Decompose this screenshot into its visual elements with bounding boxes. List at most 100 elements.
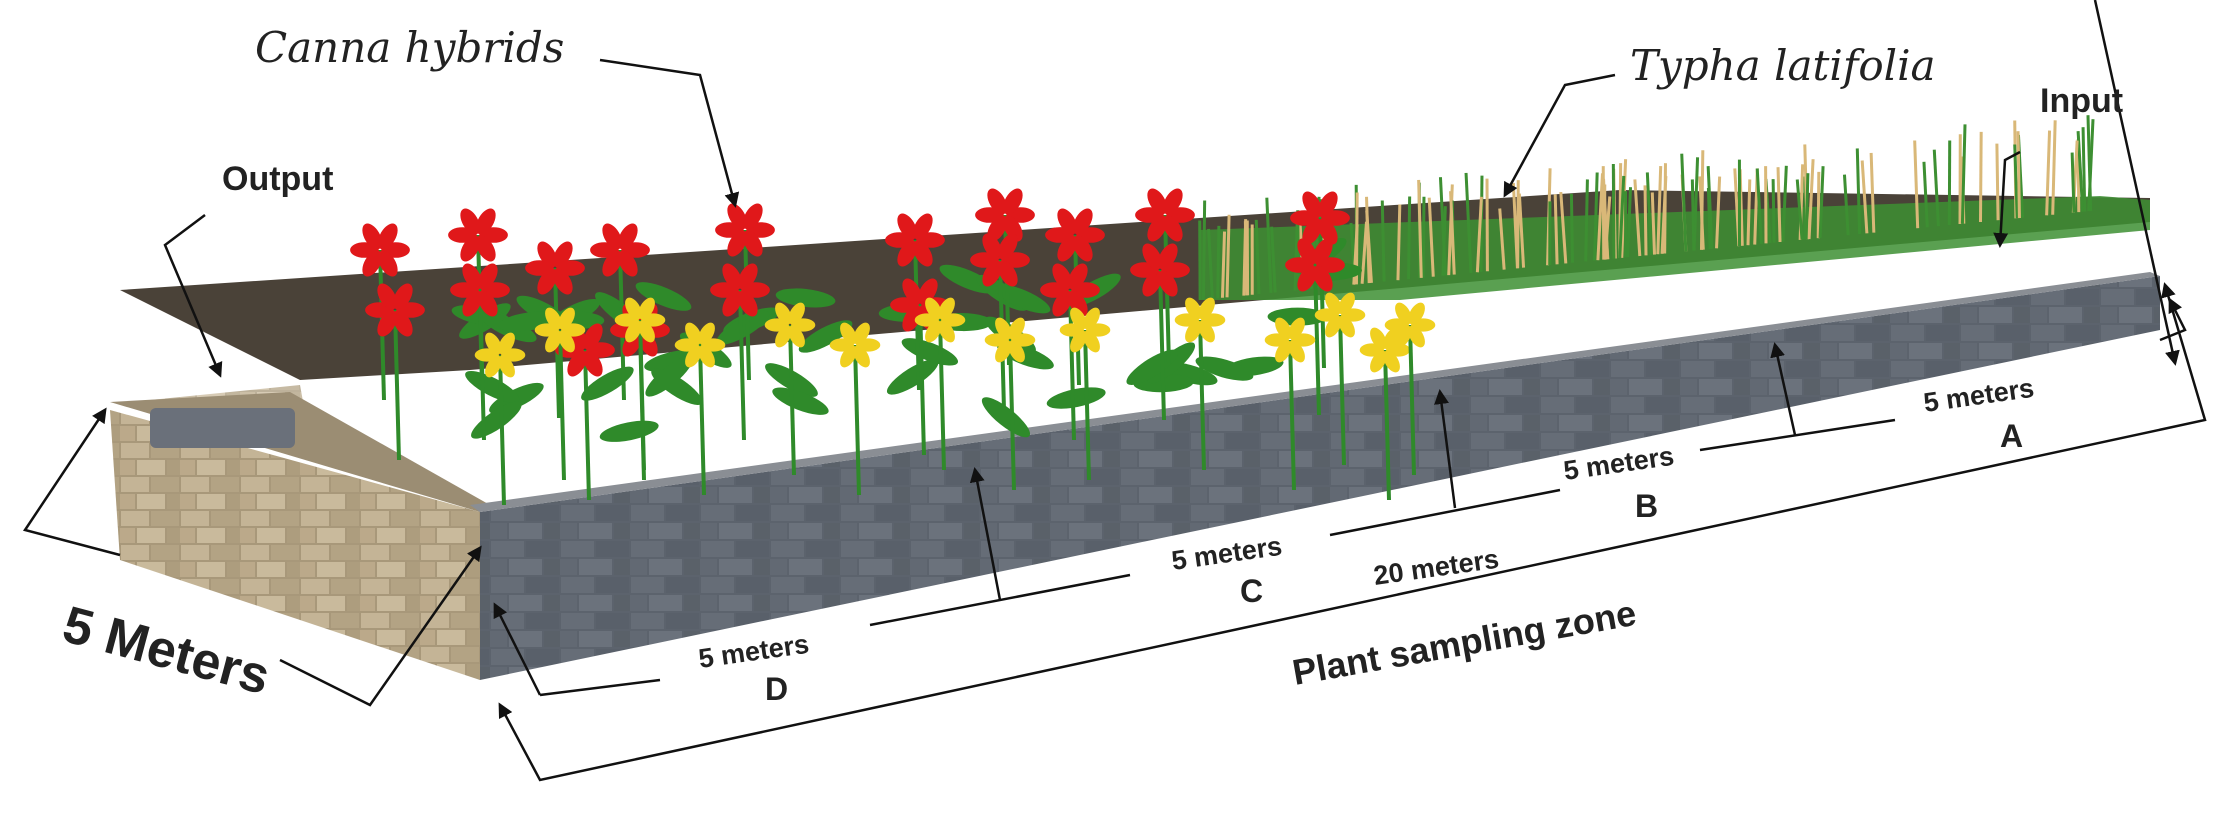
- typha-reed: [1618, 175, 1626, 259]
- typha-reed: [1516, 180, 1520, 269]
- typha-reed: [1216, 225, 1221, 299]
- seg-d-start: [493, 602, 542, 696]
- typha-reed: [2045, 130, 2052, 216]
- canna-arrow: [599, 58, 740, 208]
- typha-reed: [1265, 197, 1273, 293]
- typha-reed: [1869, 152, 1876, 233]
- seg-d-left: [539, 678, 661, 697]
- typha-reed: [1270, 226, 1277, 293]
- typha-reed: [1559, 191, 1568, 264]
- end-wall: [110, 410, 480, 680]
- width-dim-arrow-2: [279, 545, 482, 707]
- typha-reed: [1699, 150, 1705, 250]
- typha-reed: [1596, 173, 1604, 261]
- typha-reed: [1593, 172, 1599, 261]
- seg-d-line: [869, 573, 1131, 627]
- canna-label: Canna hybrids: [255, 23, 564, 72]
- typha-reed: [1225, 214, 1231, 298]
- canna-yellow-flower: [534, 307, 586, 481]
- typha-reed: [1243, 221, 1249, 296]
- seg-a-bracket: [2159, 297, 2187, 342]
- seg-b-line: [1699, 418, 1896, 452]
- typha-reed: [1842, 174, 1850, 236]
- seg-a-line: [2093, 0, 2180, 366]
- canna-red-flower: [365, 283, 425, 461]
- typha-reed: [1816, 171, 1821, 239]
- typha-reed: [1421, 196, 1426, 278]
- input-arrow: [1993, 150, 2021, 248]
- typha-reed: [1690, 179, 1696, 251]
- typha-reed: [1254, 219, 1261, 295]
- seg-b-letter: B: [1635, 488, 1658, 524]
- typha-reed: [1795, 179, 1804, 240]
- seg-d-letter: D: [765, 671, 788, 707]
- typha-reed: [1715, 176, 1722, 249]
- typha-arrow: [1503, 73, 1616, 198]
- typha-reed: [1781, 165, 1788, 242]
- typha-reed: [1584, 179, 1589, 262]
- typha-reed: [1746, 179, 1752, 246]
- typha-reed: [1922, 161, 1929, 228]
- canna-yellow-flower: [674, 322, 726, 496]
- typha-reed: [1650, 192, 1656, 255]
- width-dim-arrow-1: [22, 407, 121, 557]
- seg-d-length: 5 meters: [697, 629, 811, 674]
- typha-reed: [1960, 124, 1967, 224]
- typha-reed: [1417, 179, 1423, 278]
- seg-a-letter: A: [2000, 418, 2023, 454]
- typha-reed: [2086, 115, 2093, 211]
- typha-reed: [1656, 166, 1663, 255]
- typha-reed: [1427, 197, 1435, 277]
- typha-reed: [1449, 191, 1456, 275]
- typha-reed: [1804, 173, 1810, 240]
- typha-reed: [1913, 140, 1920, 229]
- typha-reed: [2070, 152, 2076, 213]
- typha-reed: [2013, 144, 2019, 219]
- typha-reed: [1706, 166, 1714, 249]
- typha-reed: [2051, 120, 2057, 215]
- typha-reed: [1220, 231, 1227, 298]
- typha-reed: [1978, 131, 1983, 222]
- typha-reed: [1438, 177, 1447, 276]
- typha-reed: [1293, 212, 1300, 291]
- canna-red-flower: [1130, 243, 1190, 421]
- typha-reed: [1517, 193, 1526, 268]
- seg-c-length: 5 meters: [1170, 531, 1284, 576]
- typha-reed: [1860, 160, 1869, 234]
- typha-reed: [1663, 163, 1667, 254]
- canna-leaf: [599, 420, 659, 442]
- seg-c-letter: C: [1240, 573, 1263, 609]
- typha-reed: [1680, 153, 1688, 252]
- typha-reed: [1475, 196, 1483, 273]
- output-pipe: [150, 408, 295, 448]
- output-label: Output: [222, 160, 333, 198]
- typha-reed: [1553, 194, 1559, 265]
- seg-b-tick: [1770, 342, 1797, 436]
- typha-reed: [1396, 204, 1402, 281]
- typha-reed: [1407, 196, 1412, 280]
- typha-reed: [1360, 221, 1368, 284]
- typha-reed: [1569, 193, 1575, 263]
- typha-reed: [1771, 179, 1776, 243]
- typha-reed: [1755, 168, 1763, 244]
- typha-reed: [1365, 196, 1371, 284]
- typha-reed: [1201, 200, 1207, 300]
- typha-reed: [1380, 200, 1386, 282]
- typha-reed: [2076, 131, 2085, 212]
- annotation-lines: [22, 0, 2207, 782]
- typha-reed: [1620, 159, 1628, 258]
- typha-reed: [1645, 172, 1653, 255]
- width-label: 5 Meters: [57, 596, 276, 707]
- length-dim-line: [498, 282, 2207, 782]
- typha-reed: [1611, 164, 1616, 259]
- output-arrow: [163, 214, 223, 378]
- typha-reed: [1643, 185, 1648, 256]
- typha-reed: [1626, 187, 1633, 258]
- canna-leaf: [1046, 387, 1106, 409]
- canna-red-flower: [885, 213, 945, 391]
- typha-reed: [1776, 167, 1782, 243]
- typha-reed: [1498, 208, 1506, 270]
- typha-reed: [1464, 172, 1473, 273]
- seg-c-line: [1329, 488, 1561, 537]
